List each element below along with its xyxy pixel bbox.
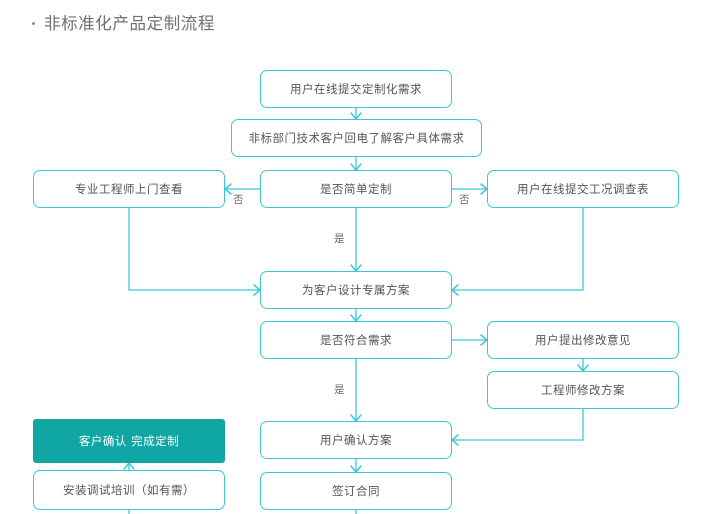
edge-label-label-yes-mid: 是 (334, 384, 345, 396)
slide-title: 非标准化产品定制流程 (32, 14, 215, 33)
flow-node-label: 为客户设计专属方案 (302, 283, 410, 297)
flow-node-submit-request[interactable]: 用户在线提交定制化需求 (260, 70, 452, 108)
flow-node-sign-contract[interactable]: 签订合同 (260, 472, 452, 510)
edge-label-label-yes-top: 是 (334, 233, 345, 245)
flow-node-engineer-revise[interactable]: 工程师修改方案 (487, 371, 679, 409)
flow-node-label: 用户提出修改意见 (535, 333, 631, 347)
flow-node-label: 专业工程师上门查看 (75, 182, 183, 196)
flow-node-label: 非标部门技术客户回电了解客户具体需求 (248, 131, 465, 145)
flow-node-label: 用户在线提交定制化需求 (290, 82, 422, 96)
flow-node-is-simple-custom[interactable]: 是否简单定制 (260, 170, 452, 208)
flow-node-label: 用户确认方案 (320, 433, 392, 447)
flow-node-label: 是否简单定制 (320, 182, 392, 196)
flow-node-customer-done[interactable]: 客户确认 完成定制 (33, 419, 225, 463)
edge-label-label-no-left: 否 (233, 194, 244, 206)
flow-node-label: 工程师修改方案 (541, 383, 625, 397)
flow-node-user-revision[interactable]: 用户提出修改意见 (487, 321, 679, 359)
flow-node-install-training[interactable]: 安装调试培训（如有需） (33, 470, 225, 510)
flow-node-design-solution[interactable]: 为客户设计专属方案 (260, 271, 452, 309)
flow-node-label: 安装调试培训（如有需） (63, 483, 195, 497)
flow-node-engineer-onsite[interactable]: 专业工程师上门查看 (33, 170, 225, 208)
flow-node-callback-detail[interactable]: 非标部门技术客户回电了解客户具体需求 (231, 119, 482, 157)
flow-node-label: 用户在线提交工况调查表 (517, 182, 649, 196)
flow-node-label: 客户确认 完成定制 (78, 434, 180, 448)
bullet-dot-icon (32, 22, 35, 26)
flow-node-user-confirm[interactable]: 用户确认方案 (260, 421, 452, 459)
flow-node-meets-demand[interactable]: 是否符合需求 (260, 321, 452, 359)
flow-node-label: 是否符合需求 (320, 333, 392, 347)
flow-node-label: 签订合同 (332, 484, 380, 498)
edge-label-label-no-right: 否 (459, 194, 470, 206)
page-title: 非标准化产品定制流程 (44, 14, 215, 33)
flow-node-submit-survey[interactable]: 用户在线提交工况调查表 (487, 170, 679, 208)
